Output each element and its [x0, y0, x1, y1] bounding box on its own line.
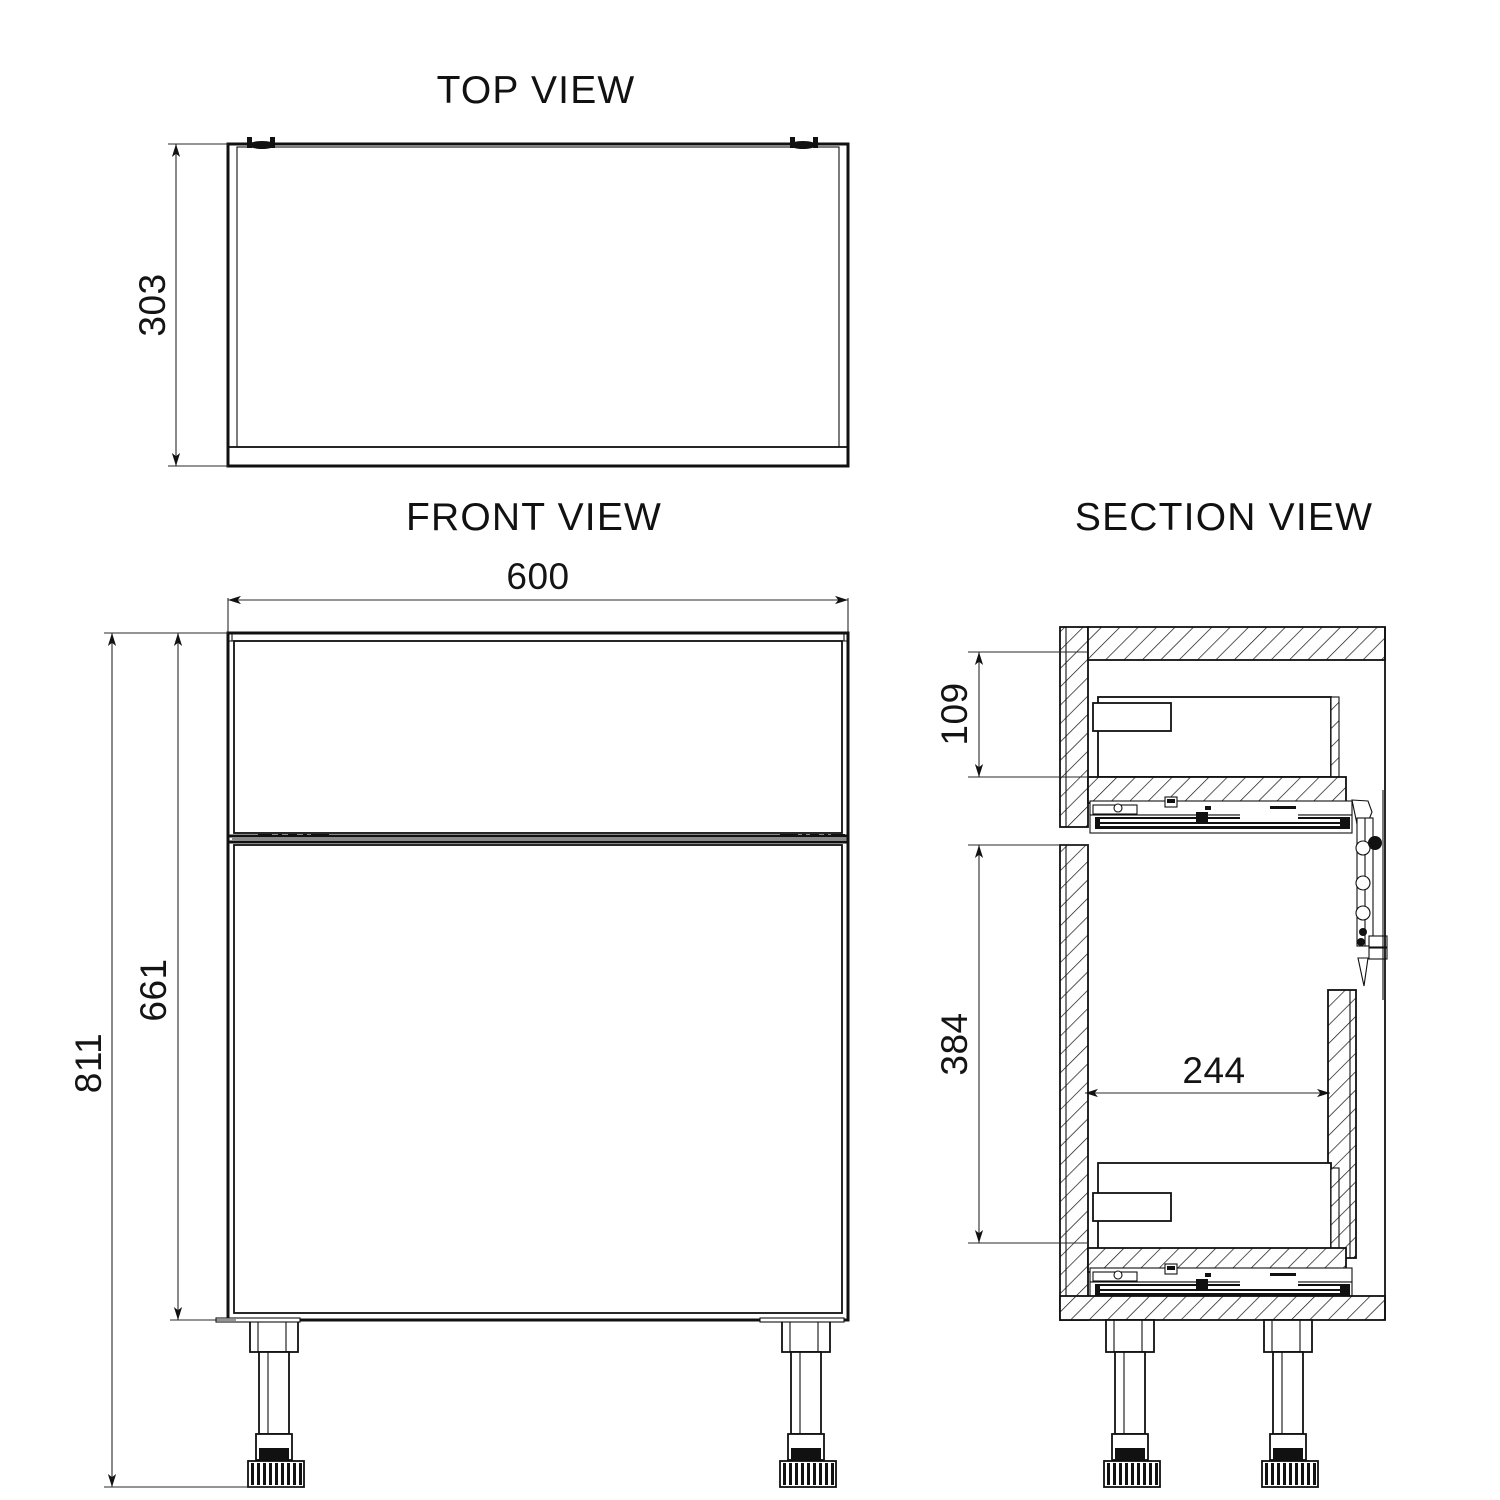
section-mid-shelf [1087, 776, 1347, 804]
front-view-drawer-gap [228, 834, 848, 844]
leg-knurl-right [779, 1460, 837, 1488]
dimension-section-upper: 109 [934, 651, 1088, 778]
dimension-top-depth: 303 [132, 143, 228, 467]
leg-knurl-left [247, 1460, 305, 1488]
dimension-front-width: 600 [227, 556, 849, 636]
dim-label-front-width: 600 [506, 556, 569, 597]
dim-label-total-height: 811 [68, 1033, 109, 1094]
dim-label-section-upper: 109 [934, 682, 975, 745]
section-leg-knurl-left [1103, 1460, 1161, 1488]
dimension-section-inner-depth: 244 [1085, 1050, 1330, 1098]
section-view-group: SECTION VIEW [934, 496, 1388, 1488]
section-view-title: SECTION VIEW [1075, 496, 1373, 539]
section-lower-drawer-box [1092, 1162, 1340, 1259]
section-lower-runner [1089, 1263, 1353, 1301]
front-view-group: FRONT VIEW 600 [68, 496, 850, 1488]
top-view-outer-outline [226, 142, 850, 468]
section-lower-drawer-label-box [1092, 1192, 1172, 1222]
top-view-group: TOP VIEW 303 [132, 69, 850, 468]
section-back-panel [1059, 626, 1089, 1321]
section-top-panel [1087, 626, 1386, 661]
section-base-panel [1059, 1295, 1386, 1321]
section-leg-left [1103, 1319, 1161, 1488]
dimension-section-lower: 384 [934, 844, 1088, 1244]
top-view-title: TOP VIEW [437, 69, 636, 112]
dim-label-carcass-height: 661 [133, 958, 174, 1021]
section-leg-knurl-right [1261, 1460, 1319, 1488]
dim-label-section-lower: 384 [934, 1012, 975, 1075]
section-upper-drawer-label-box [1092, 702, 1172, 732]
dim-label-top-depth: 303 [132, 273, 173, 336]
section-upper-drawer-box [1092, 696, 1340, 780]
section-lift-mechanism [1351, 790, 1388, 1000]
dimension-front-total-height: 811 [68, 632, 300, 1488]
front-view-upper-drawer-front [233, 640, 843, 834]
section-leg-right [1261, 1319, 1319, 1488]
front-view-leg-right [759, 1317, 845, 1488]
dimension-front-carcass-height: 661 [133, 632, 236, 1321]
front-view-leg-left [215, 1317, 305, 1488]
dim-label-inner-depth: 244 [1182, 1050, 1245, 1091]
front-view-title: FRONT VIEW [406, 496, 662, 539]
front-view-carcass-outline [226, 631, 850, 1322]
section-upper-runner [1089, 796, 1353, 834]
